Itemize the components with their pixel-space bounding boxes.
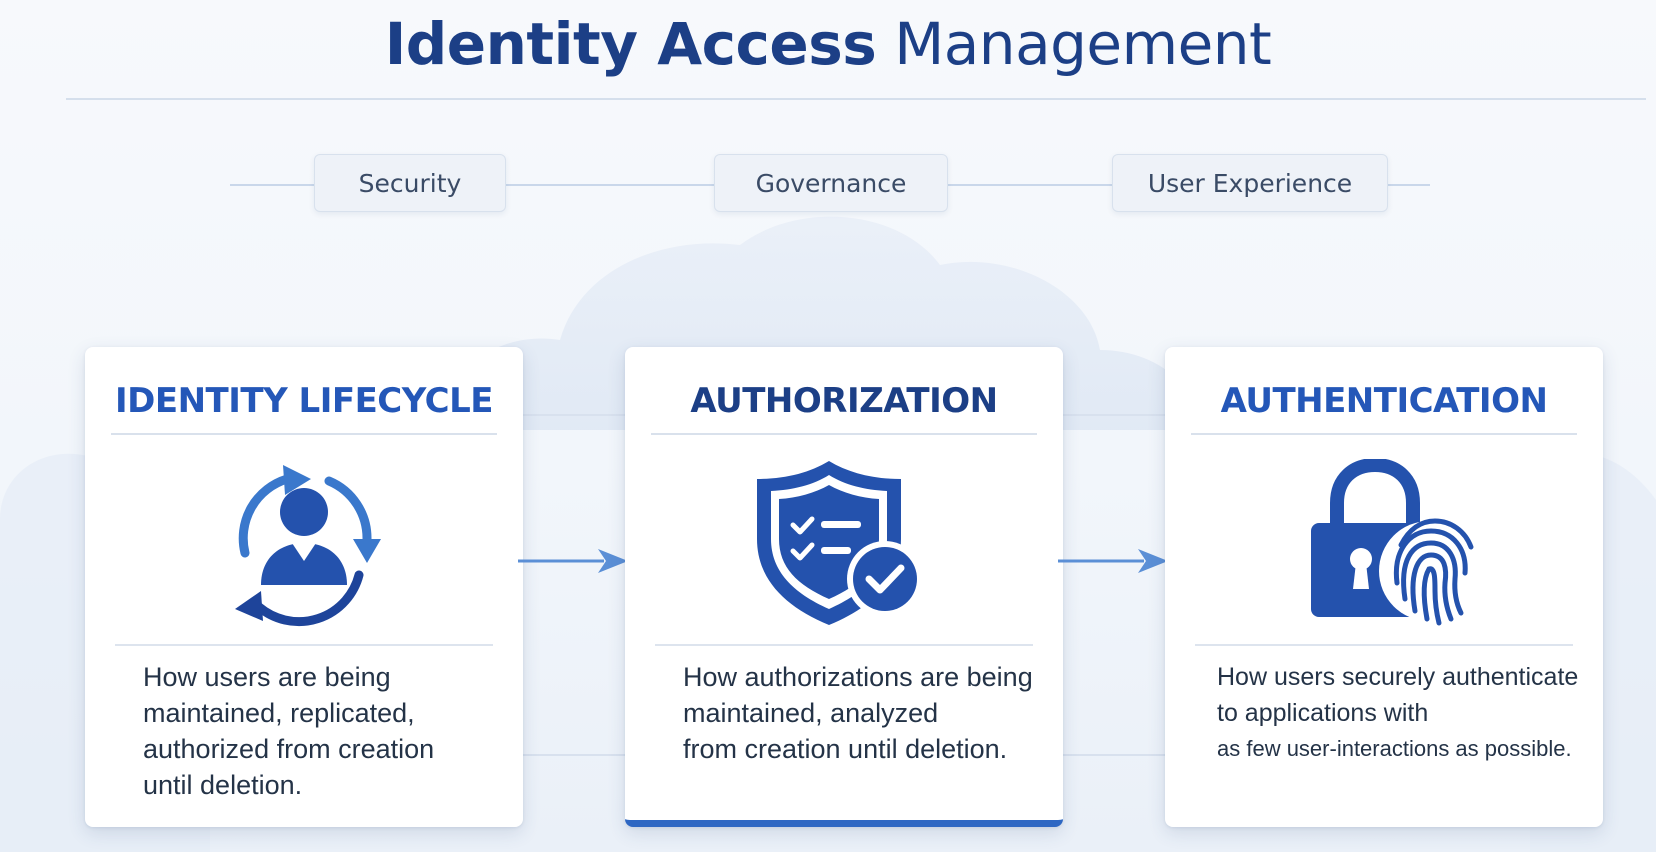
desc-line: to applications with bbox=[1217, 699, 1429, 727]
title-bold: Identity Access bbox=[384, 10, 877, 78]
card-divider-lower bbox=[1195, 644, 1573, 646]
desc-line: authorized from creation bbox=[143, 734, 435, 764]
card-title: AUTHORIZATION bbox=[690, 381, 998, 421]
desc-line: maintained, replicated, bbox=[143, 698, 415, 728]
user-lifecycle-icon bbox=[235, 465, 381, 627]
arrow-right-icon bbox=[518, 549, 628, 573]
card-description: How authorizations are being maintained,… bbox=[683, 659, 1039, 767]
page-title: Identity Access Management bbox=[0, 10, 1656, 78]
desc-line: until deletion. bbox=[143, 770, 303, 800]
desc-line: How users securely authenticate bbox=[1217, 663, 1579, 691]
pillar-governance: Governance bbox=[714, 154, 948, 212]
card-identity-lifecycle: IDENTITY LIFECYCLE How users are being m… bbox=[85, 347, 523, 827]
card-title: AUTHENTICATION bbox=[1220, 381, 1548, 421]
card-divider bbox=[111, 433, 497, 435]
card-divider-lower bbox=[115, 644, 493, 646]
desc-line: How users are being bbox=[143, 662, 391, 692]
desc-line: How authorizations are being bbox=[683, 662, 1033, 692]
card-divider-lower bbox=[655, 644, 1033, 646]
pillar-user-experience: User Experience bbox=[1112, 154, 1388, 212]
card-authorization: AUTHORIZATION How authorizations are bei… bbox=[625, 347, 1063, 827]
card-title: IDENTITY LIFECYCLE bbox=[114, 381, 494, 421]
desc-line: as few user-interactions as possible. bbox=[1217, 736, 1572, 761]
card-divider bbox=[1191, 433, 1577, 435]
desc-line: maintained, analyzed bbox=[683, 698, 939, 728]
desc-line: from creation until deletion. bbox=[683, 734, 1008, 764]
shield-check-icon bbox=[757, 461, 923, 625]
title-light: Management bbox=[894, 10, 1272, 78]
arrow-right-icon bbox=[1058, 549, 1168, 573]
title-divider bbox=[66, 98, 1646, 100]
pillar-security: Security bbox=[314, 154, 506, 212]
card-authentication: AUTHENTICATION How users securely authen… bbox=[1165, 347, 1603, 827]
card-divider bbox=[651, 433, 1037, 435]
card-description: How users are being maintained, replicat… bbox=[143, 659, 499, 803]
lock-fingerprint-icon bbox=[1311, 459, 1479, 626]
card-description: How users securely authenticate to appli… bbox=[1217, 659, 1579, 767]
